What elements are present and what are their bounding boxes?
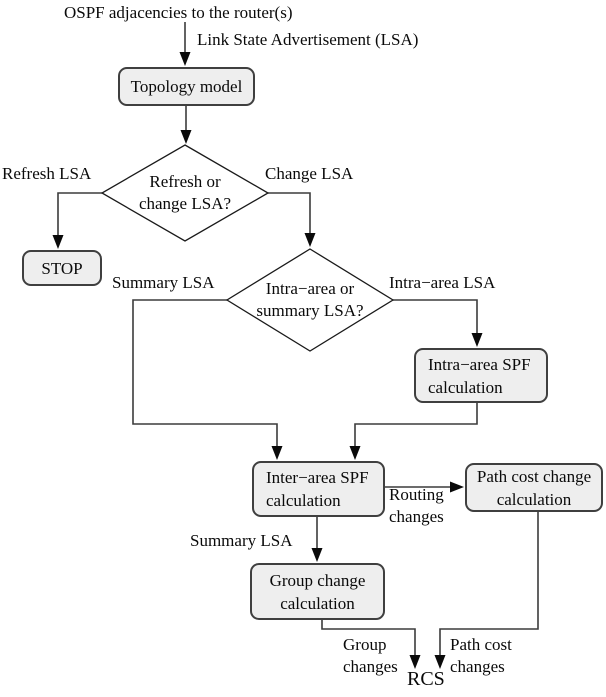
decision-intra-or-summary-label: Intra−area or summary LSA?: [256, 279, 364, 320]
edge-decision2-to-inter-spf: [132, 299, 278, 449]
node-inter-area-spf-label: Inter−area SPF calculation: [266, 468, 369, 510]
arrowhead-group-into-rcs: [409, 655, 421, 669]
node-path-cost-change: Path cost change calculation: [465, 463, 603, 512]
node-group-change-label: Group change calculation: [269, 570, 366, 613]
change-branch-label: Change LSA: [265, 164, 354, 183]
summary-branch-label: Summary LSA: [112, 273, 215, 292]
node-path-cost-change-label: Path cost change calculation: [476, 466, 592, 509]
node-intra-area-spf-label: Intra−area SPF calculation: [428, 354, 531, 397]
node-stop-label: STOP: [41, 258, 83, 278]
arrowhead-into-path-cost: [450, 481, 464, 493]
node-group-change: Group change calculation: [250, 563, 385, 620]
source-label: OSPF adjacencies to the router(s): [64, 3, 293, 22]
decision-intra-or-summary-shape: [225, 248, 395, 352]
node-topology-model: Topology model: [118, 67, 255, 106]
edge-decision2-to-intra-spf: [393, 299, 478, 336]
intra-area-branch-label: Intra−area LSA: [389, 273, 496, 292]
arrowhead-intra-into-inter-spf: [349, 446, 361, 460]
edge-path-cost-to-rcs: [439, 512, 539, 658]
refresh-branch-label: Refresh LSA: [2, 164, 92, 183]
routing-changes-label: Routing changes: [389, 485, 444, 526]
arrowhead-into-intra-spf: [471, 333, 483, 347]
node-stop: STOP: [22, 250, 102, 286]
node-topology-model-label: Topology model: [130, 77, 243, 96]
node-intra-area-spf: Intra−area SPF calculation: [414, 348, 548, 403]
arrowhead-summary-into-inter-spf: [271, 446, 283, 460]
decision-refresh-or-change-label: Refresh or change LSA?: [138, 172, 232, 213]
arrowhead-into-decision2: [304, 233, 316, 247]
edge-group-change-to-rcs: [321, 620, 416, 658]
group-changes-label: Group changes: [343, 635, 398, 676]
arrowhead-into-stop: [52, 235, 64, 249]
edge-decision1-to-decision2: [268, 192, 311, 236]
edge-decision1-to-stop: [57, 192, 102, 238]
decision-refresh-or-change-shape: [100, 144, 270, 242]
arrowhead-into-group-change: [311, 548, 323, 562]
summary-lsa-edge-label: Summary LSA: [190, 531, 293, 550]
arrowhead-into-topology: [179, 52, 191, 66]
lsa-edge-label: Link State Advertisement (LSA): [197, 30, 419, 49]
node-inter-area-spf: Inter−area SPF calculation: [252, 461, 385, 517]
path-cost-changes-label: Path cost changes: [450, 635, 512, 676]
arrowhead-into-decision1: [180, 130, 192, 144]
edge-intra-spf-to-inter-spf: [354, 403, 478, 449]
rcs-sink-label: RCS: [407, 668, 445, 690]
arrowhead-pathcost-into-rcs: [434, 655, 446, 669]
